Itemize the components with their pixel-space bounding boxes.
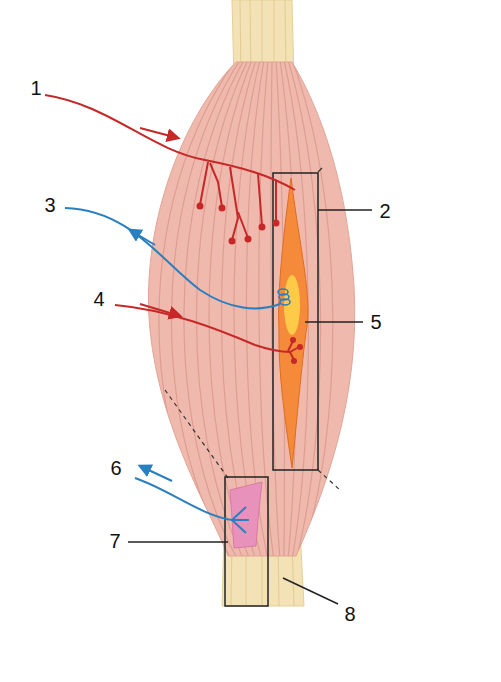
- callout-number: 1: [30, 78, 41, 98]
- callout-number: 2: [379, 201, 390, 221]
- tendon-organ: [230, 482, 262, 548]
- callout-number: 7: [109, 531, 120, 551]
- dashed-guide: [318, 470, 340, 490]
- callout-number: 5: [370, 312, 381, 332]
- direction-arrow: [140, 304, 180, 316]
- sensory-coil: [278, 289, 290, 305]
- callout-number: 4: [93, 289, 104, 309]
- tendon-organ-bracket: [225, 477, 268, 606]
- leader-lines: [128, 210, 372, 604]
- muscle-striations: [159, 60, 333, 560]
- callout-number: 6: [110, 458, 121, 478]
- gamma-endings: [290, 337, 303, 364]
- callout-number: 8: [344, 604, 355, 624]
- motor-endplates: [197, 203, 280, 245]
- sensory-nerve: [65, 208, 280, 308]
- motor-nerve: [45, 95, 295, 240]
- dashed-guide: [165, 390, 228, 478]
- direction-arrow: [130, 230, 155, 245]
- direction-arrow: [140, 128, 178, 138]
- tendon-nerve: [135, 478, 249, 533]
- gamma-nerve: [115, 305, 299, 360]
- direction-arrow: [140, 466, 172, 481]
- dashed-guide: [318, 168, 322, 172]
- callout-number: 3: [44, 195, 55, 215]
- muscle-spindle: [279, 178, 308, 468]
